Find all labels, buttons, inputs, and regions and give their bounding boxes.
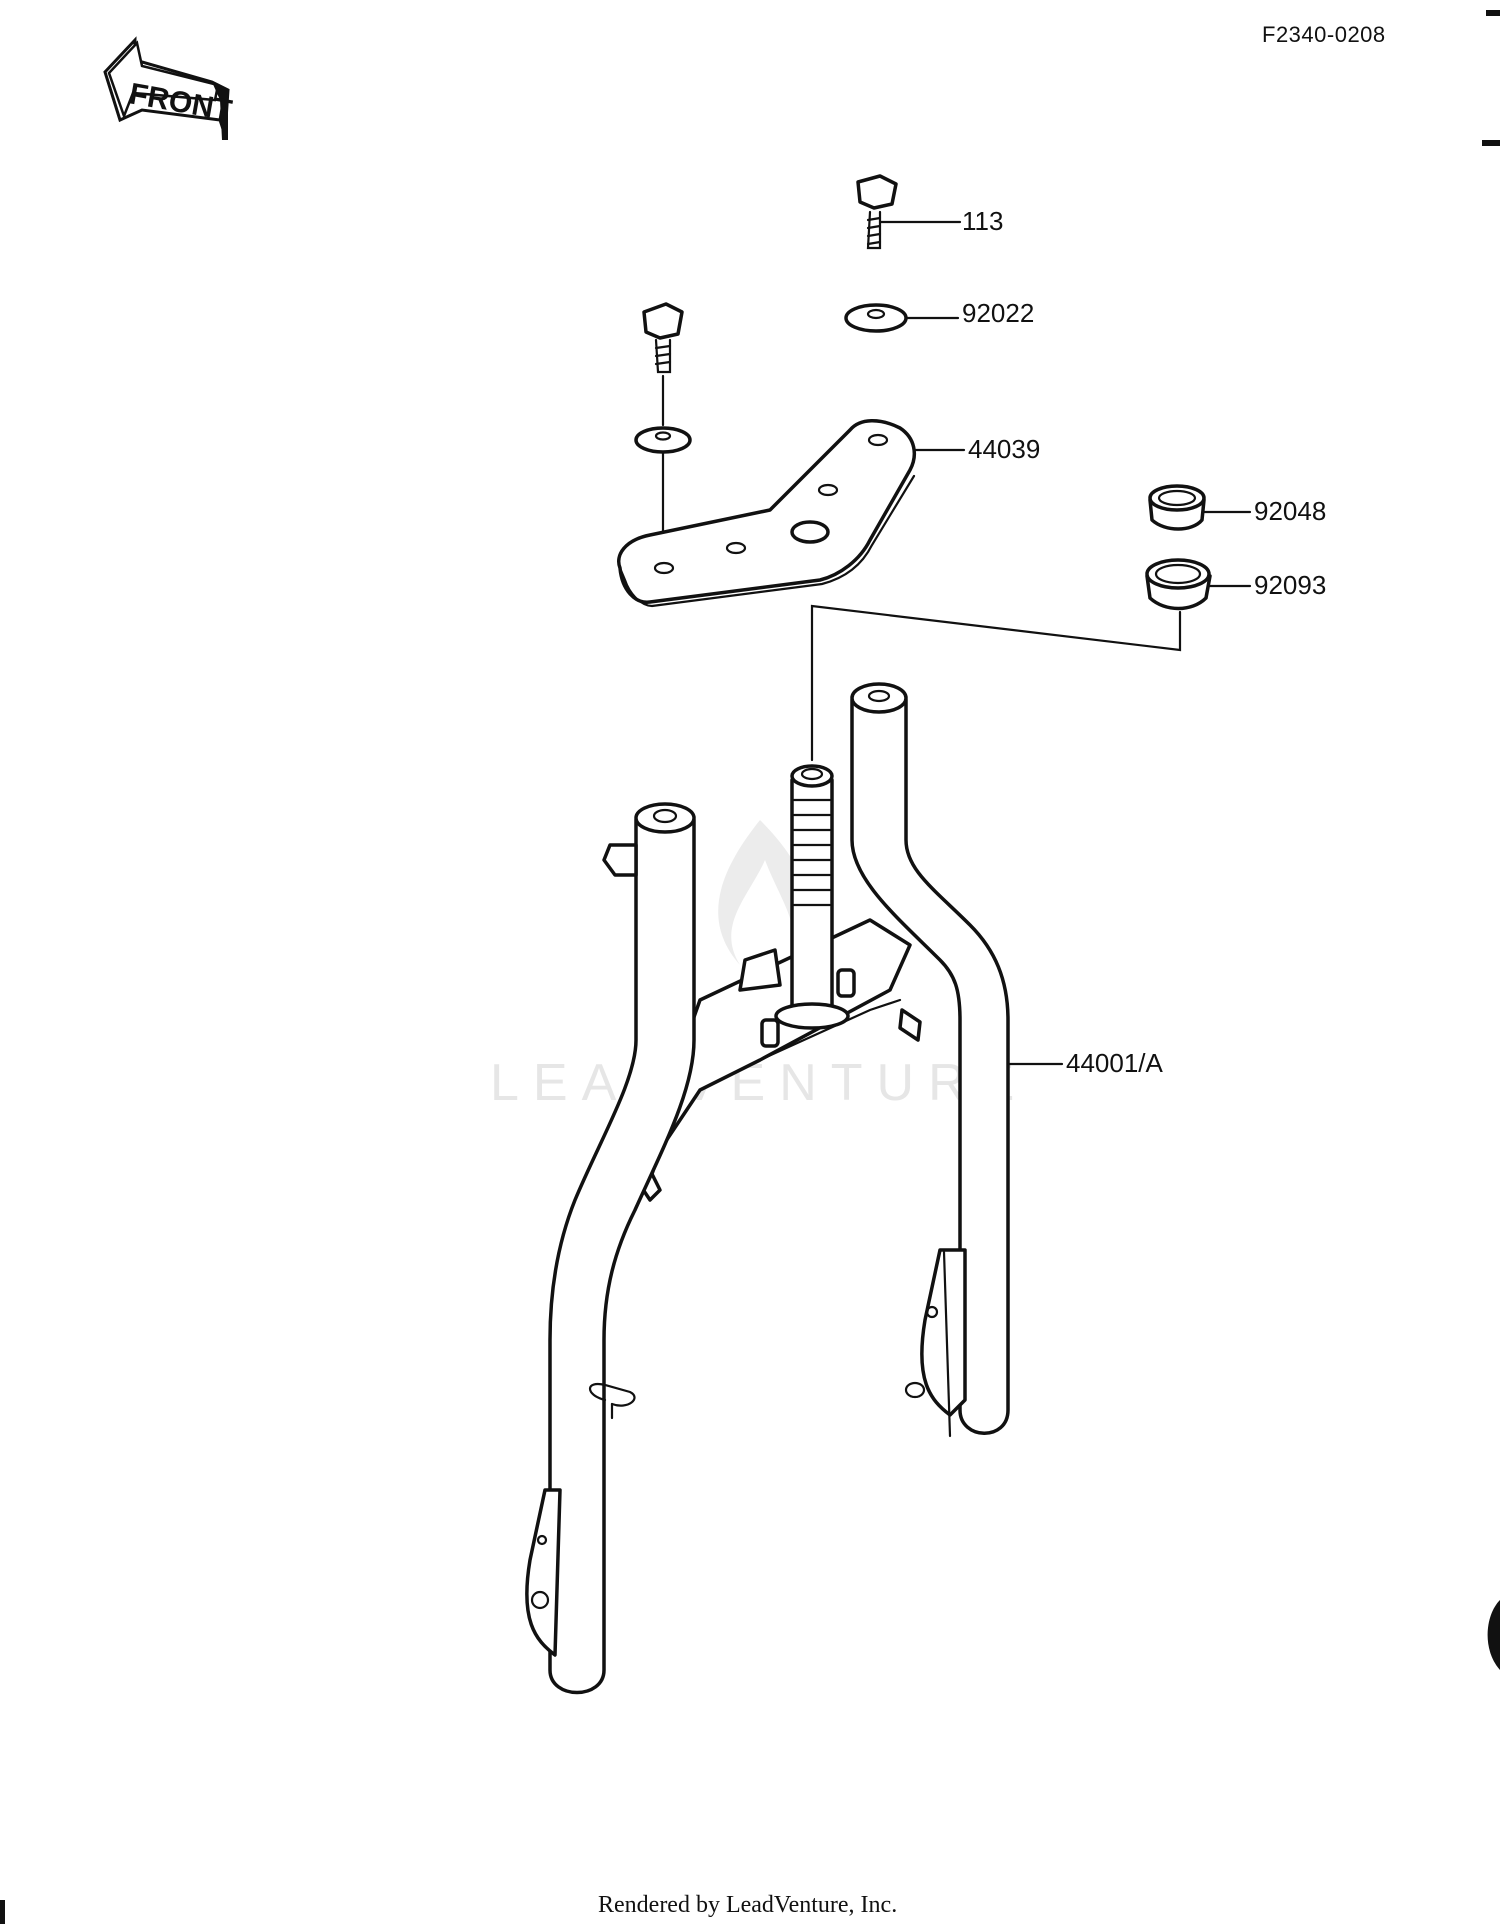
cap-92048	[1148, 484, 1252, 531]
callout-labels: 113 92022 44039 92048 92093 44001/A	[962, 206, 1326, 1078]
fork-frame-44001A	[525, 682, 1064, 1695]
bracket-plate-44039	[617, 419, 966, 608]
callout-44001A: 44001/A	[1066, 1048, 1164, 1078]
washer-92022	[844, 303, 960, 333]
edge-mark	[1487, 1600, 1500, 1670]
callout-113: 113	[962, 206, 1003, 236]
bolt-left	[634, 302, 692, 552]
callout-92093: 92093	[1254, 570, 1326, 600]
edge-mark	[0, 1900, 5, 1924]
seal-92093	[810, 558, 1252, 762]
callout-92022: 92022	[962, 298, 1034, 328]
edge-mark	[1482, 140, 1500, 146]
bolt-113	[856, 174, 962, 250]
edge-mark	[1486, 10, 1500, 16]
front-arrow-icon: FRONT	[103, 36, 234, 140]
footer-credit: Rendered by LeadVenture, Inc.	[598, 1892, 897, 1918]
callout-92048: 92048	[1254, 496, 1326, 526]
callout-44039: 44039	[968, 434, 1040, 464]
drawing-code: F2340-0208	[1262, 22, 1386, 47]
watermark-text: LEADVENTURE	[490, 1054, 1028, 1112]
